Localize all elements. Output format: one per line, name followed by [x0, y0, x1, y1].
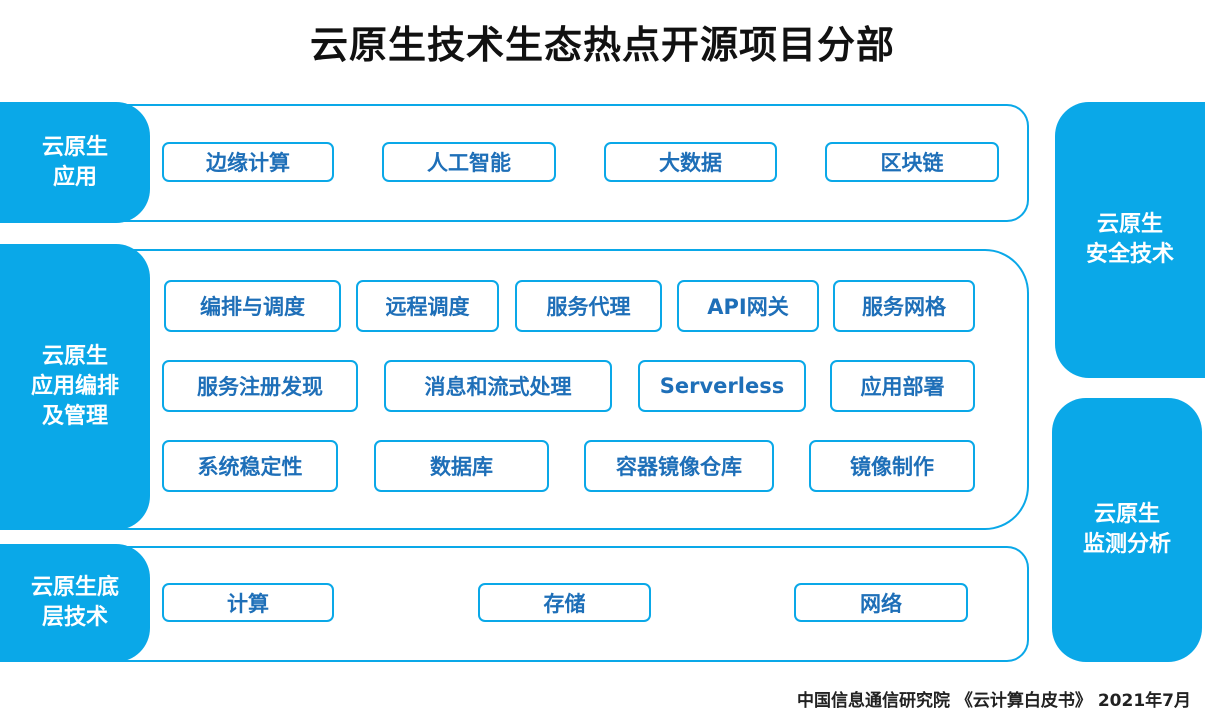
layer-infrastructure-label: 云原生底 层技术: [0, 544, 150, 662]
side-panel-monitoring: 云原生 监测分析: [1052, 398, 1202, 662]
item-network: 网络: [794, 583, 968, 622]
item-database: 数据库: [374, 440, 549, 492]
item-remote-scheduling: 远程调度: [356, 280, 499, 332]
item-serverless: Serverless: [638, 360, 806, 412]
item-app-deployment: 应用部署: [830, 360, 975, 412]
item-container-registry: 容器镜像仓库: [584, 440, 774, 492]
item-ai: 人工智能: [382, 142, 556, 182]
item-compute: 计算: [162, 583, 334, 622]
item-storage: 存储: [478, 583, 651, 622]
item-orchestration-scheduling: 编排与调度: [164, 280, 341, 332]
item-service-proxy: 服务代理: [515, 280, 662, 332]
item-blockchain: 区块链: [825, 142, 999, 182]
layer-application-label: 云原生 应用: [0, 102, 150, 223]
side-panel-security: 云原生 安全技术: [1055, 102, 1205, 378]
item-big-data: 大数据: [604, 142, 777, 182]
item-api-gateway: API网关: [677, 280, 819, 332]
item-messaging-streaming: 消息和流式处理: [384, 360, 612, 412]
item-edge-computing: 边缘计算: [162, 142, 334, 182]
item-system-stability: 系统稳定性: [162, 440, 338, 492]
page-title: 云原生技术生态热点开源项目分部: [309, 23, 895, 67]
layer-orchestration-label: 云原生 应用编排 及管理: [0, 244, 150, 530]
item-service-discovery: 服务注册发现: [162, 360, 358, 412]
item-service-mesh: 服务网格: [833, 280, 975, 332]
source-caption: 中国信息通信研究院 《云计算白皮书》 2021年7月: [797, 691, 1191, 711]
item-image-building: 镜像制作: [809, 440, 975, 492]
